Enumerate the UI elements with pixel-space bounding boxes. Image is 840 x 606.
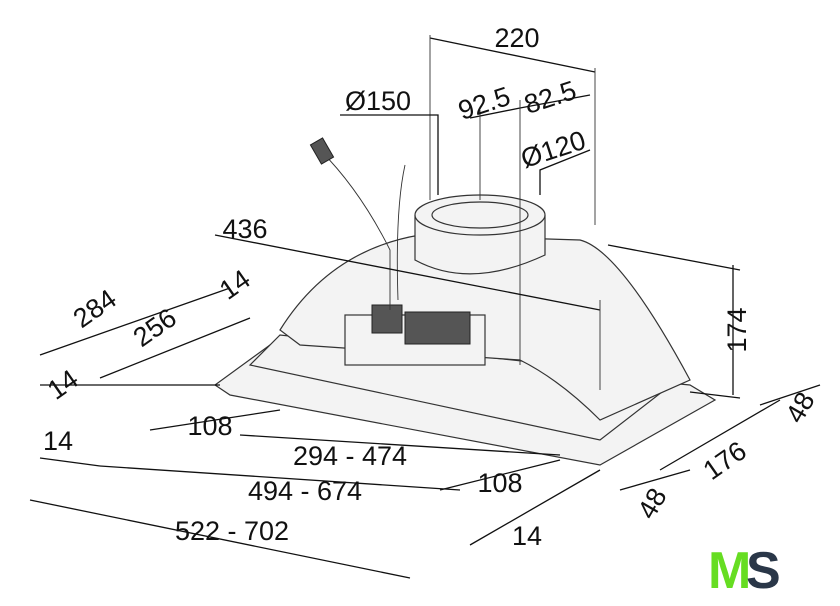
ms-logo: M S [708, 542, 781, 600]
logo-letter-s: S [746, 542, 781, 600]
dim-edge-right: 108 [477, 468, 522, 498]
dim-depth-inner: 256 [128, 302, 182, 352]
dim-edge-left: 108 [187, 411, 232, 441]
dim-small-right: 14 [512, 521, 542, 551]
power-cable [319, 149, 391, 310]
dim-cutout-range: 294 - 474 [293, 441, 407, 471]
dim-offset-b: 82.5 [521, 75, 580, 120]
logo-letter-m: M [708, 542, 751, 600]
dim-body-range: 494 - 674 [248, 476, 362, 506]
dim-small-left: 14 [42, 364, 84, 406]
dim-side-bottom: 48 [632, 483, 673, 524]
hood-illustration [213, 137, 717, 466]
dimension-lines [29, 35, 821, 579]
outlet-ring-inner [431, 201, 529, 229]
dim-side-right: 48 [780, 387, 821, 428]
power-cable-2 [396, 164, 406, 301]
plug-icon [309, 137, 335, 165]
dim-depth-outer: 284 [68, 283, 122, 333]
dim-outlet-inner-diameter: Ø120 [517, 125, 589, 174]
connector-block [371, 304, 403, 334]
dim-overall-range: 522 - 702 [175, 516, 289, 546]
dim-depth-top: 436 [222, 214, 267, 244]
dim-outlet-outer-diameter: Ø150 [345, 86, 411, 116]
dim-height: 174 [722, 307, 752, 352]
dim-width-top: 220 [494, 23, 539, 53]
dim-small-left-2: 14 [43, 426, 73, 456]
capacitor-block [404, 311, 471, 345]
dim-offset-a: 92.5 [455, 81, 514, 126]
dim-small-top: 14 [214, 264, 256, 306]
